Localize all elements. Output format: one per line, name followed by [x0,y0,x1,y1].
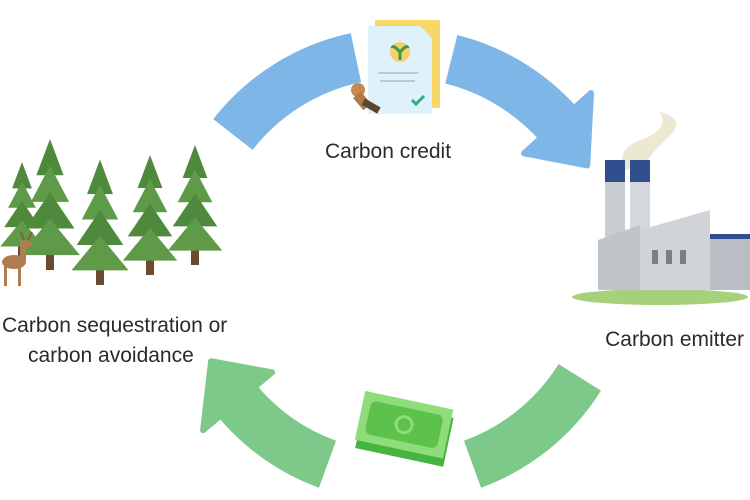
carbon-credit-label: Carbon credit [325,140,452,163]
tree [167,145,223,265]
certificate-icon [351,20,440,114]
blue-arrow-right-head [521,90,594,169]
deer-icon [2,231,33,286]
tree [122,155,178,275]
factory-icon [572,112,750,305]
green-arrow-left [218,384,337,488]
forest-icon [0,139,223,285]
sequestration-label-line2: carbon avoidance [28,344,194,367]
tree [71,159,129,285]
carbon-emitter-label: Carbon emitter [605,328,744,351]
blue-arrow-left [213,33,362,151]
blue-arrow-right [444,35,577,141]
sequestration-label-line1: Carbon sequestration or [2,314,228,337]
green-arrow-right [463,363,601,488]
money-icon [354,390,454,467]
green-arrow-left-head [200,358,276,434]
tree [20,139,80,270]
